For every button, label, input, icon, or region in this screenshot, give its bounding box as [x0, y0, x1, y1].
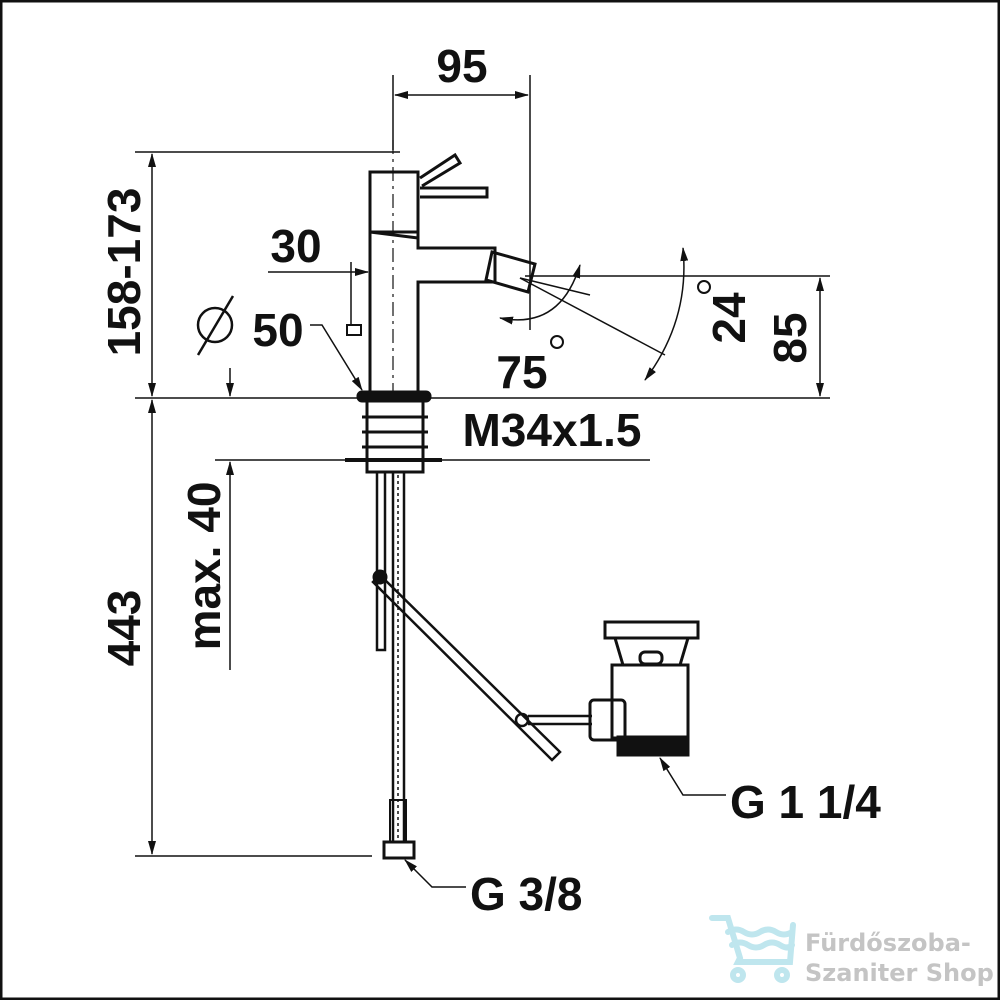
watermark-line-1: Fürdőszoba- — [805, 929, 971, 957]
dimension-443: 443 — [98, 399, 372, 857]
thread-m34-label: M34x1.5 — [462, 404, 641, 456]
cart-icon — [709, 915, 796, 983]
angle-75-label: 75 — [496, 346, 547, 398]
dimension-50-label: 50 — [252, 304, 303, 356]
max-40-label: max. 40 — [178, 482, 230, 651]
degree-symbol-24 — [697, 280, 711, 294]
dimension-95-label: 95 — [436, 40, 487, 92]
watermark: Fürdőszoba- Szaniter Shop — [805, 928, 994, 988]
dimension-85-label: 85 — [764, 312, 816, 363]
waste-valve — [588, 620, 700, 757]
spray-angle-lines — [499, 247, 830, 381]
dimension-85: 85 — [764, 277, 824, 397]
waste-leader-line — [659, 757, 726, 796]
lever-handle — [419, 152, 463, 188]
dimension-30-label: 30 — [270, 220, 321, 272]
dimension-158-173-label: 158-173 — [98, 188, 150, 357]
dimension-95: 95 — [392, 40, 531, 330]
supply-hose — [375, 470, 416, 860]
spout-nozzle — [484, 250, 537, 294]
degree-symbol-75 — [550, 335, 564, 349]
watermark-line-2: Szaniter Shop — [805, 959, 994, 987]
diameter-icon — [196, 306, 234, 344]
supply-leader-line — [404, 859, 466, 888]
dimension-443-label: 443 — [98, 590, 150, 667]
waste-thread-label: G 1 1/4 — [730, 776, 881, 828]
dimension-max-40: max. 40 — [178, 368, 650, 670]
dimension-30: 30 — [268, 220, 369, 336]
angle-24-label: 24 — [703, 292, 755, 344]
dimension-158-173: 158-173 — [98, 151, 830, 399]
dimension-diameter-50: 50 — [196, 295, 363, 391]
supply-thread-label: G 3/8 — [470, 868, 583, 920]
pop-up-rod — [371, 569, 592, 762]
